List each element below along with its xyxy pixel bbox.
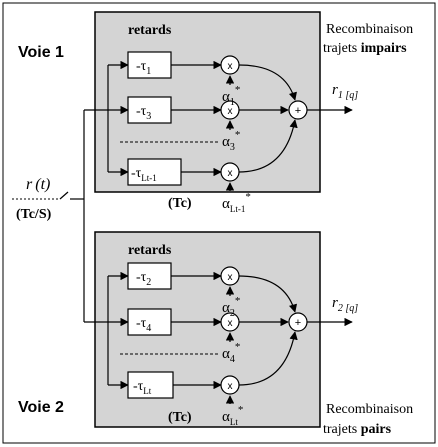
recomb2-line2: trajets pairs [323,422,392,437]
output-r1: r1 [q] [332,82,358,101]
weight-alpha3: α3* [222,129,240,153]
input-rate-label: (Tc/S) [16,207,52,222]
voie1-title: Voie 1 [18,44,64,61]
multiplier-symbol: x [228,61,233,72]
multiplier-symbol: x [228,381,233,392]
voie2-title: Voie 2 [18,399,64,416]
delay-box-tauLt-1 [127,158,182,186]
multiplier-symbol: x [228,318,233,329]
delay-label-tau2: -τ2 [136,270,151,288]
delay-box-tau1 [127,51,172,79]
multiplier-symbol: x [228,106,233,117]
input-signal-label: r(t) [26,176,50,193]
delay-label-tau4: -τ4 [136,316,151,334]
delay-label-tau1: -τ1 [136,59,151,77]
sampler-switch [59,191,69,200]
output-r2: r2 [q] [332,295,358,314]
recomb2-line1: Recombinaison [326,402,413,417]
block2-delays-label: retards [128,243,172,258]
delay-box-tauLt [127,371,174,399]
block2-rate: (Tc) [168,410,192,425]
adder-symbol: + [295,105,301,117]
weight-alphaLt-1: αLt-1* [222,191,251,214]
weight-alpha1: α1* [222,84,240,108]
weight-alpha2: α2* [222,295,240,319]
delay-label-tauLt: -τLt [133,379,152,396]
delay-box-tau4 [127,308,172,336]
adder-symbol: + [295,317,301,329]
multiplier-symbol: x [228,272,233,283]
recomb1-line2: trajets impairs [323,41,407,56]
block1-rate: (Tc) [168,196,192,211]
block1-delays-label: retards [128,23,172,38]
weight-alphaLt: αLt* [222,404,243,427]
delay-label-tauLt-1: -τLt-1 [131,166,157,183]
weight-alpha4: α4* [222,341,240,365]
multiplier-symbol: x [228,168,233,179]
delay-label-tau3: -τ3 [136,104,151,122]
recomb1-line1: Recombinaison [326,22,413,37]
